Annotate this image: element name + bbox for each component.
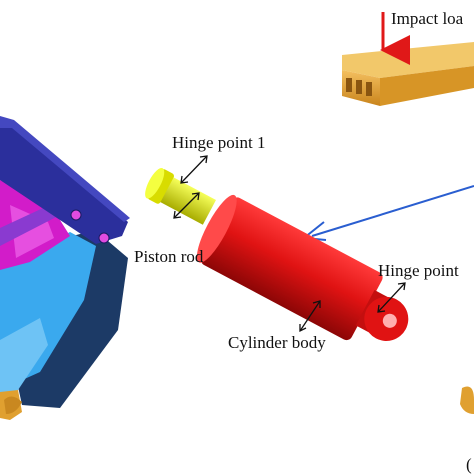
frame-hinge-hole: [98, 232, 110, 244]
hinge-point-2-label: Hinge point: [378, 261, 459, 280]
impact-bracket: [342, 12, 474, 106]
bottom-mount-lug: [4, 396, 22, 414]
corner-glyph: (: [466, 455, 472, 474]
purple-strut: [0, 202, 62, 246]
piston-rod-label: Piston rod: [134, 247, 204, 266]
bracket-side: [380, 66, 474, 106]
leader-arrows: [173, 155, 406, 333]
piston-rod-shape: [145, 167, 216, 225]
blue-frame-beam-top: [0, 116, 130, 222]
hinge-point-1-label: Hinge point 1: [172, 133, 266, 152]
light-blue-panel-lower: [0, 318, 48, 395]
piston-rod-leader: [173, 192, 200, 219]
bracket-slot: [356, 80, 362, 94]
frame-hinge-hole: [70, 209, 82, 221]
hydraulic-cylinder: [145, 167, 409, 341]
blue-frame-beam: [0, 126, 128, 244]
hinge-point-1-leader: [180, 155, 208, 184]
bracket-slot: [366, 82, 372, 96]
pointer-arrow: [301, 185, 474, 241]
cylinder-body-shape: [196, 194, 409, 341]
impact-load-label: Impact loa: [391, 9, 464, 28]
frame-assembly: [0, 116, 130, 420]
hinge-point-2-leader: [377, 282, 406, 313]
lower-right-part: [460, 386, 474, 414]
bracket-slot: [346, 78, 352, 92]
cylinder-body-label: Cylinder body: [228, 333, 326, 352]
lower-right-lug: [460, 386, 474, 414]
cylinder-body-leader: [299, 300, 321, 333]
